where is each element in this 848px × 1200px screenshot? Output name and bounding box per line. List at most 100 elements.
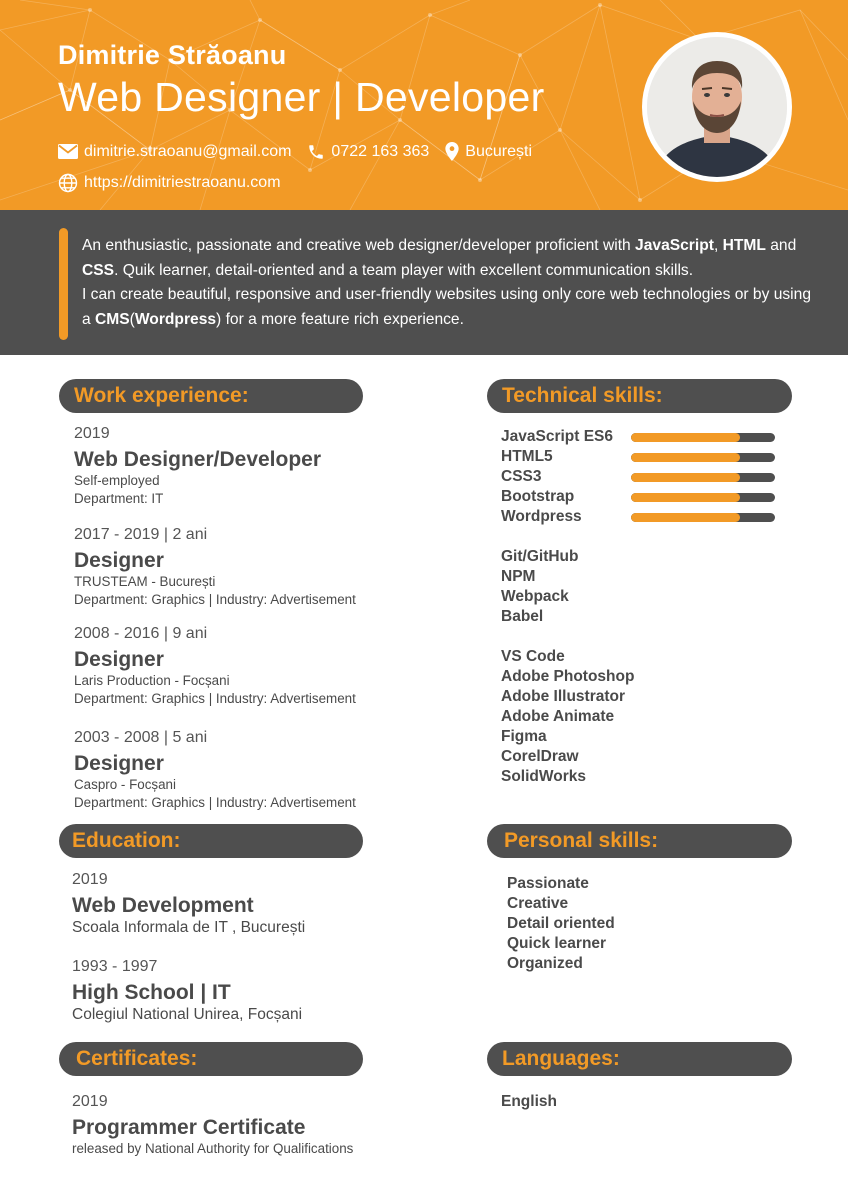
heading-text: Personal skills: — [504, 829, 659, 852]
skill-name: CSS3 — [501, 468, 542, 485]
education-date: 2019 — [72, 871, 108, 888]
work-department: Department: Graphics | Industry: Adverti… — [74, 691, 356, 706]
skill-level-fill — [631, 433, 741, 442]
work-date: 2008 - 2016 | 9 ani — [74, 625, 208, 642]
person-name: Dimitrie Străoanu — [58, 40, 287, 70]
summary-accent-bar — [59, 228, 68, 340]
email-text: dimitrie.straoanu@gmail.com — [84, 142, 292, 160]
work-role: Web Designer/Developer — [74, 448, 322, 471]
list-item: CorelDraw — [501, 748, 579, 765]
work-experience-heading: Work experience: — [59, 379, 363, 413]
summary-part: I can create beautiful, responsive and u… — [82, 286, 811, 328]
phone-icon — [309, 144, 324, 159]
list-item: Detail oriented — [507, 915, 615, 932]
work-company: Self-employed — [74, 473, 160, 488]
work-role: Designer — [74, 752, 164, 775]
email-contact[interactable]: dimitrie.straoanu@gmail.com — [58, 143, 291, 161]
technical-skills-heading: Technical skills: — [487, 379, 792, 413]
education-title: Web Development — [72, 894, 254, 917]
summary-part: ( — [129, 310, 135, 328]
phone-text: 0722 163 363 — [331, 142, 430, 160]
website-contact[interactable]: https://dimitriestraoanu.com — [58, 173, 281, 193]
work-department: Department: Graphics | Industry: Adverti… — [74, 592, 356, 607]
skill-level-bar — [631, 473, 775, 482]
work-company: Caspro - Focșani — [74, 777, 176, 792]
work-department: Department: IT — [74, 491, 164, 506]
work-date: 2017 - 2019 | 2 ani — [74, 526, 208, 543]
education-institution: Colegiul National Unirea, Focșani — [72, 1006, 303, 1023]
skill-level-fill — [631, 513, 741, 522]
list-item: SolidWorks — [501, 768, 586, 785]
applications-list: VS Code Adobe Photoshop Adobe Illustrato… — [501, 647, 634, 787]
profile-photo — [642, 32, 792, 182]
list-item: Quick learner — [507, 935, 607, 952]
website-text: https://dimitriestraoanu.com — [84, 174, 281, 191]
list-item: English — [501, 1093, 557, 1110]
contact-line-secondary: https://dimitriestraoanu.com — [58, 173, 297, 193]
summary-highlight-wordpress: Wordpress — [134, 310, 217, 328]
list-item: NPM — [501, 568, 536, 585]
contact-line-primary: dimitrie.straoanu@gmail.com 0722 163 363… — [58, 142, 548, 161]
globe-icon — [58, 173, 78, 193]
map-pin-icon — [445, 142, 459, 161]
personal-skills-list: Passionate Creative Detail oriented Quic… — [507, 874, 615, 974]
work-company: Laris Production - Focșani — [74, 673, 230, 688]
work-item: 2003 - 2008 | 5 ani Designer Caspro - Fo… — [74, 729, 356, 812]
work-item: 2017 - 2019 | 2 ani Designer TRUSTEAM - … — [74, 526, 356, 609]
summary-part: and — [765, 237, 797, 254]
summary-highlight-css: CSS — [82, 261, 115, 279]
languages-heading: Languages: — [487, 1042, 792, 1076]
summary-part: An enthusiastic, passionate and creative… — [82, 237, 636, 254]
skill-name: Wordpress — [501, 508, 582, 525]
heading-text: Work experience: — [74, 384, 249, 407]
heading-text: Technical skills: — [502, 384, 663, 407]
summary-highlight-html: HTML — [722, 237, 766, 254]
skill-name: HTML5 — [501, 448, 553, 465]
skill-name: JavaScript ES6 — [501, 428, 614, 445]
envelope-icon — [58, 144, 78, 159]
summary-highlight-cms: CMS — [95, 310, 130, 328]
network-background-pattern — [0, 0, 848, 210]
summary-text: An enthusiastic, passionate and creative… — [82, 234, 812, 332]
certificate-title: Programmer Certificate — [72, 1116, 306, 1139]
certificate-date: 2019 — [72, 1093, 108, 1110]
education-heading: Education: — [59, 824, 363, 858]
list-item: Adobe Animate — [501, 708, 615, 725]
portrait-illustration — [647, 37, 787, 177]
work-company: TRUSTEAM - București — [74, 574, 216, 589]
skill-level-bar — [631, 433, 775, 442]
summary-highlight-javascript: JavaScript — [635, 237, 714, 254]
header: Dimitrie Străoanu Web Designer | Develop… — [0, 0, 848, 210]
location-text: București — [465, 142, 532, 160]
work-date: 2019 — [74, 425, 110, 442]
skill-level-bar — [631, 453, 775, 462]
languages-list: English — [501, 1092, 557, 1112]
skill-level-fill — [631, 453, 741, 462]
summary-part: , — [713, 237, 723, 254]
education-institution: Scoala Informala de IT , București — [72, 919, 306, 936]
list-item: Webpack — [501, 588, 569, 605]
certificate-issuer: released by National Authority for Quali… — [72, 1141, 354, 1156]
work-item: 2008 - 2016 | 9 ani Designer Laris Produ… — [74, 625, 356, 708]
skill-level-bar — [631, 493, 775, 502]
work-date: 2003 - 2008 | 5 ani — [74, 729, 208, 746]
education-date: 1993 - 1997 — [72, 958, 158, 975]
list-item: Adobe Photoshop — [501, 668, 635, 685]
list-item: Passionate — [507, 875, 589, 892]
list-item: Organized — [507, 955, 583, 972]
work-item: 2019 Web Designer/Developer Self-employe… — [74, 425, 321, 508]
list-item: Adobe Illustrator — [501, 688, 626, 705]
summary-part: ) for a more feature rich experience. — [216, 310, 464, 328]
certificates-heading: Certificates: — [59, 1042, 363, 1076]
education-item: 2019 Web Development Scoala Informala de… — [72, 871, 305, 938]
phone-contact[interactable]: 0722 163 363 — [307, 143, 429, 161]
certificate-item: 2019 Programmer Certificate released by … — [72, 1093, 353, 1157]
heading-text: Certificates: — [76, 1047, 198, 1070]
avatar — [647, 37, 787, 177]
tools-list: Git/GitHub NPM Webpack Babel — [501, 547, 579, 627]
list-item: Creative — [507, 895, 569, 912]
heading-text: Languages: — [502, 1047, 620, 1070]
list-item: Figma — [501, 728, 547, 745]
skill-level-fill — [631, 493, 741, 502]
work-role: Designer — [74, 549, 164, 572]
